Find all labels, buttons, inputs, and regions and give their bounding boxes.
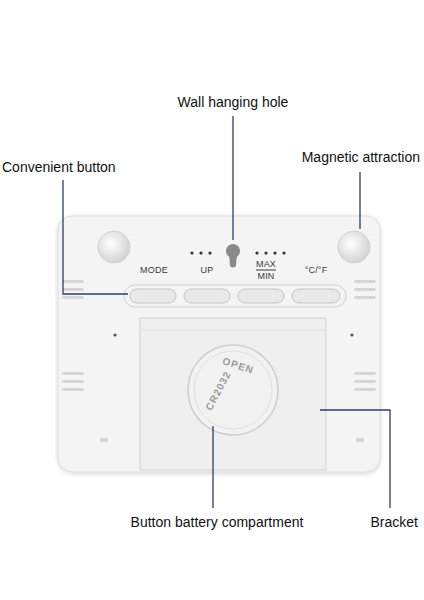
bracket [140,318,326,470]
battery-cover [194,351,272,429]
button-label: °C/°F [305,265,328,275]
buttons [130,289,340,303]
fraction-bar [256,270,276,271]
button-label: MIN [257,271,274,281]
button-label: MODE [140,265,168,275]
vents [62,280,376,442]
callout-label: Bracket [371,514,418,530]
battery-cover [188,345,278,435]
button-frame [124,285,346,307]
button-label: UP [201,265,214,275]
housing [58,216,380,472]
callout-label: Convenient button [2,159,116,175]
button-label: MAX [256,259,276,269]
screw-dots [113,333,353,336]
magnet [98,231,130,263]
magnet [338,231,370,263]
keyhole [229,253,237,268]
callout-label: Wall hanging hole [178,94,289,110]
callout-label: Button battery compartment [131,514,304,530]
callout-label: Magnetic attraction [302,149,420,165]
bracket-hinge [140,330,326,331]
